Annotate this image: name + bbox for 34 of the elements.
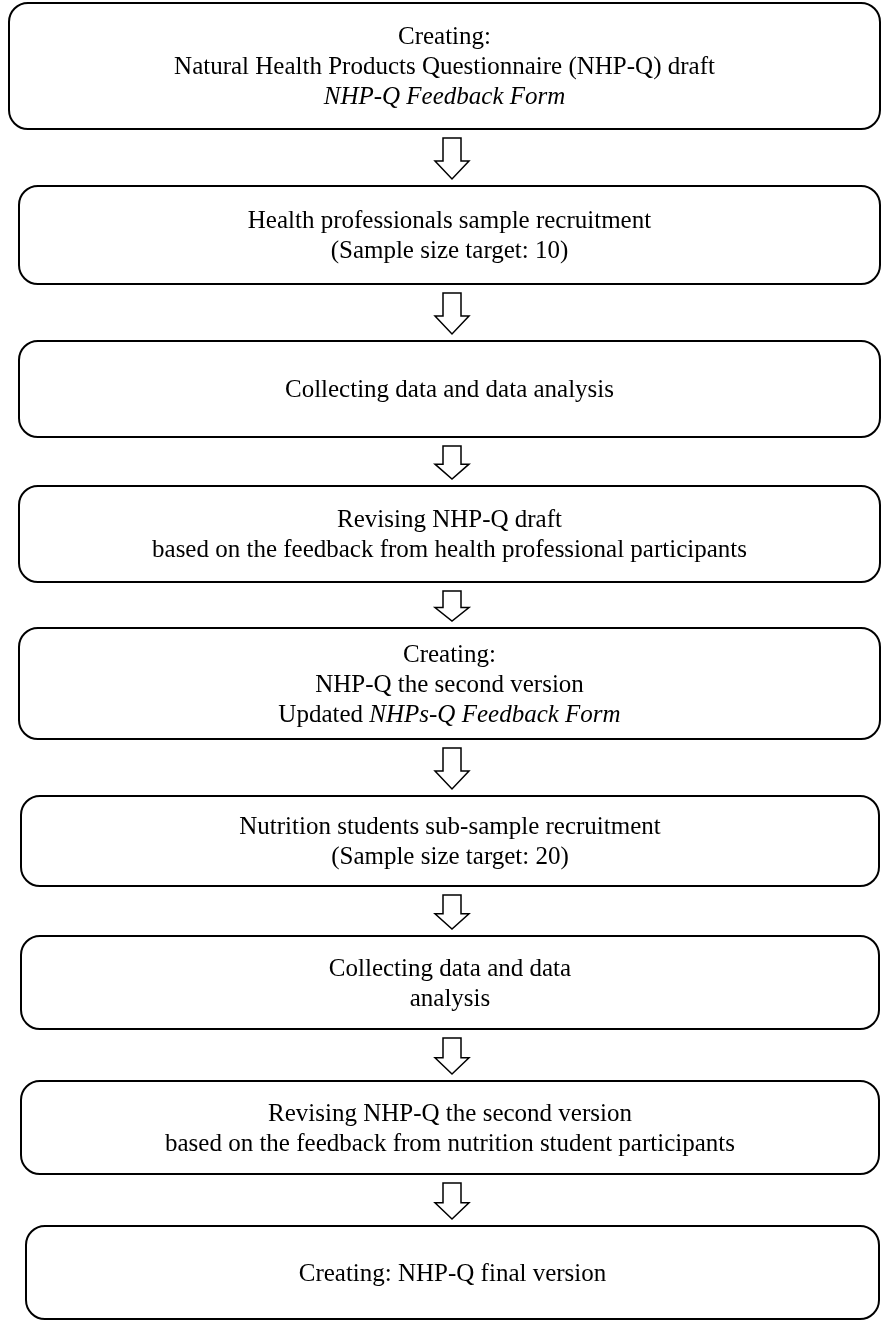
step-text: Collecting data and data analysis: [284, 374, 615, 404]
process-box: [18, 485, 881, 583]
process-box: [20, 1080, 880, 1175]
block-arrow: [433, 445, 471, 480]
step-text: Natural Health Products Questionnaire (NHP-Q) draft: [174, 51, 715, 81]
step-text: Creating:: [398, 21, 491, 51]
step-text: Collecting data and data analysis: [327, 952, 573, 1013]
process-box: [25, 1225, 880, 1320]
block-arrow: [433, 1182, 471, 1221]
step-text: based on the feedback from nutrition student participants: [165, 1127, 735, 1158]
step-text: Updated NHPs-Q Feedback Form: [278, 698, 621, 729]
process-box: [18, 185, 881, 285]
step-text: (Sample size target: 20): [331, 841, 569, 871]
process-box: [20, 795, 880, 887]
step-text: Health professionals sample recruitment: [247, 205, 652, 235]
step-text: Revising NHP-Q the second version: [268, 1097, 632, 1128]
step-text: NHP-Q the second version: [315, 668, 584, 699]
process-box: [8, 2, 881, 130]
step-text: Creating:: [403, 638, 496, 669]
block-arrow: [433, 894, 471, 930]
step-text: Creating: NHP-Q final version: [298, 1257, 607, 1288]
process-box: [18, 627, 881, 740]
step-text: (Sample size target: 10): [330, 235, 569, 265]
step-text: based on the feedback from health professional participants: [152, 534, 747, 564]
block-arrow: [433, 1037, 471, 1076]
process-box: [20, 935, 880, 1030]
step-text: Revising NHP-Q draft: [337, 504, 562, 534]
process-box: [18, 340, 881, 438]
step-text: NHP-Q Feedback Form: [323, 81, 566, 111]
block-arrow: [432, 590, 472, 622]
step-text: Nutrition students sub-sample recruitment: [239, 811, 661, 841]
block-arrow: [433, 747, 471, 791]
block-arrow: [433, 292, 471, 336]
block-arrow: [433, 137, 471, 181]
